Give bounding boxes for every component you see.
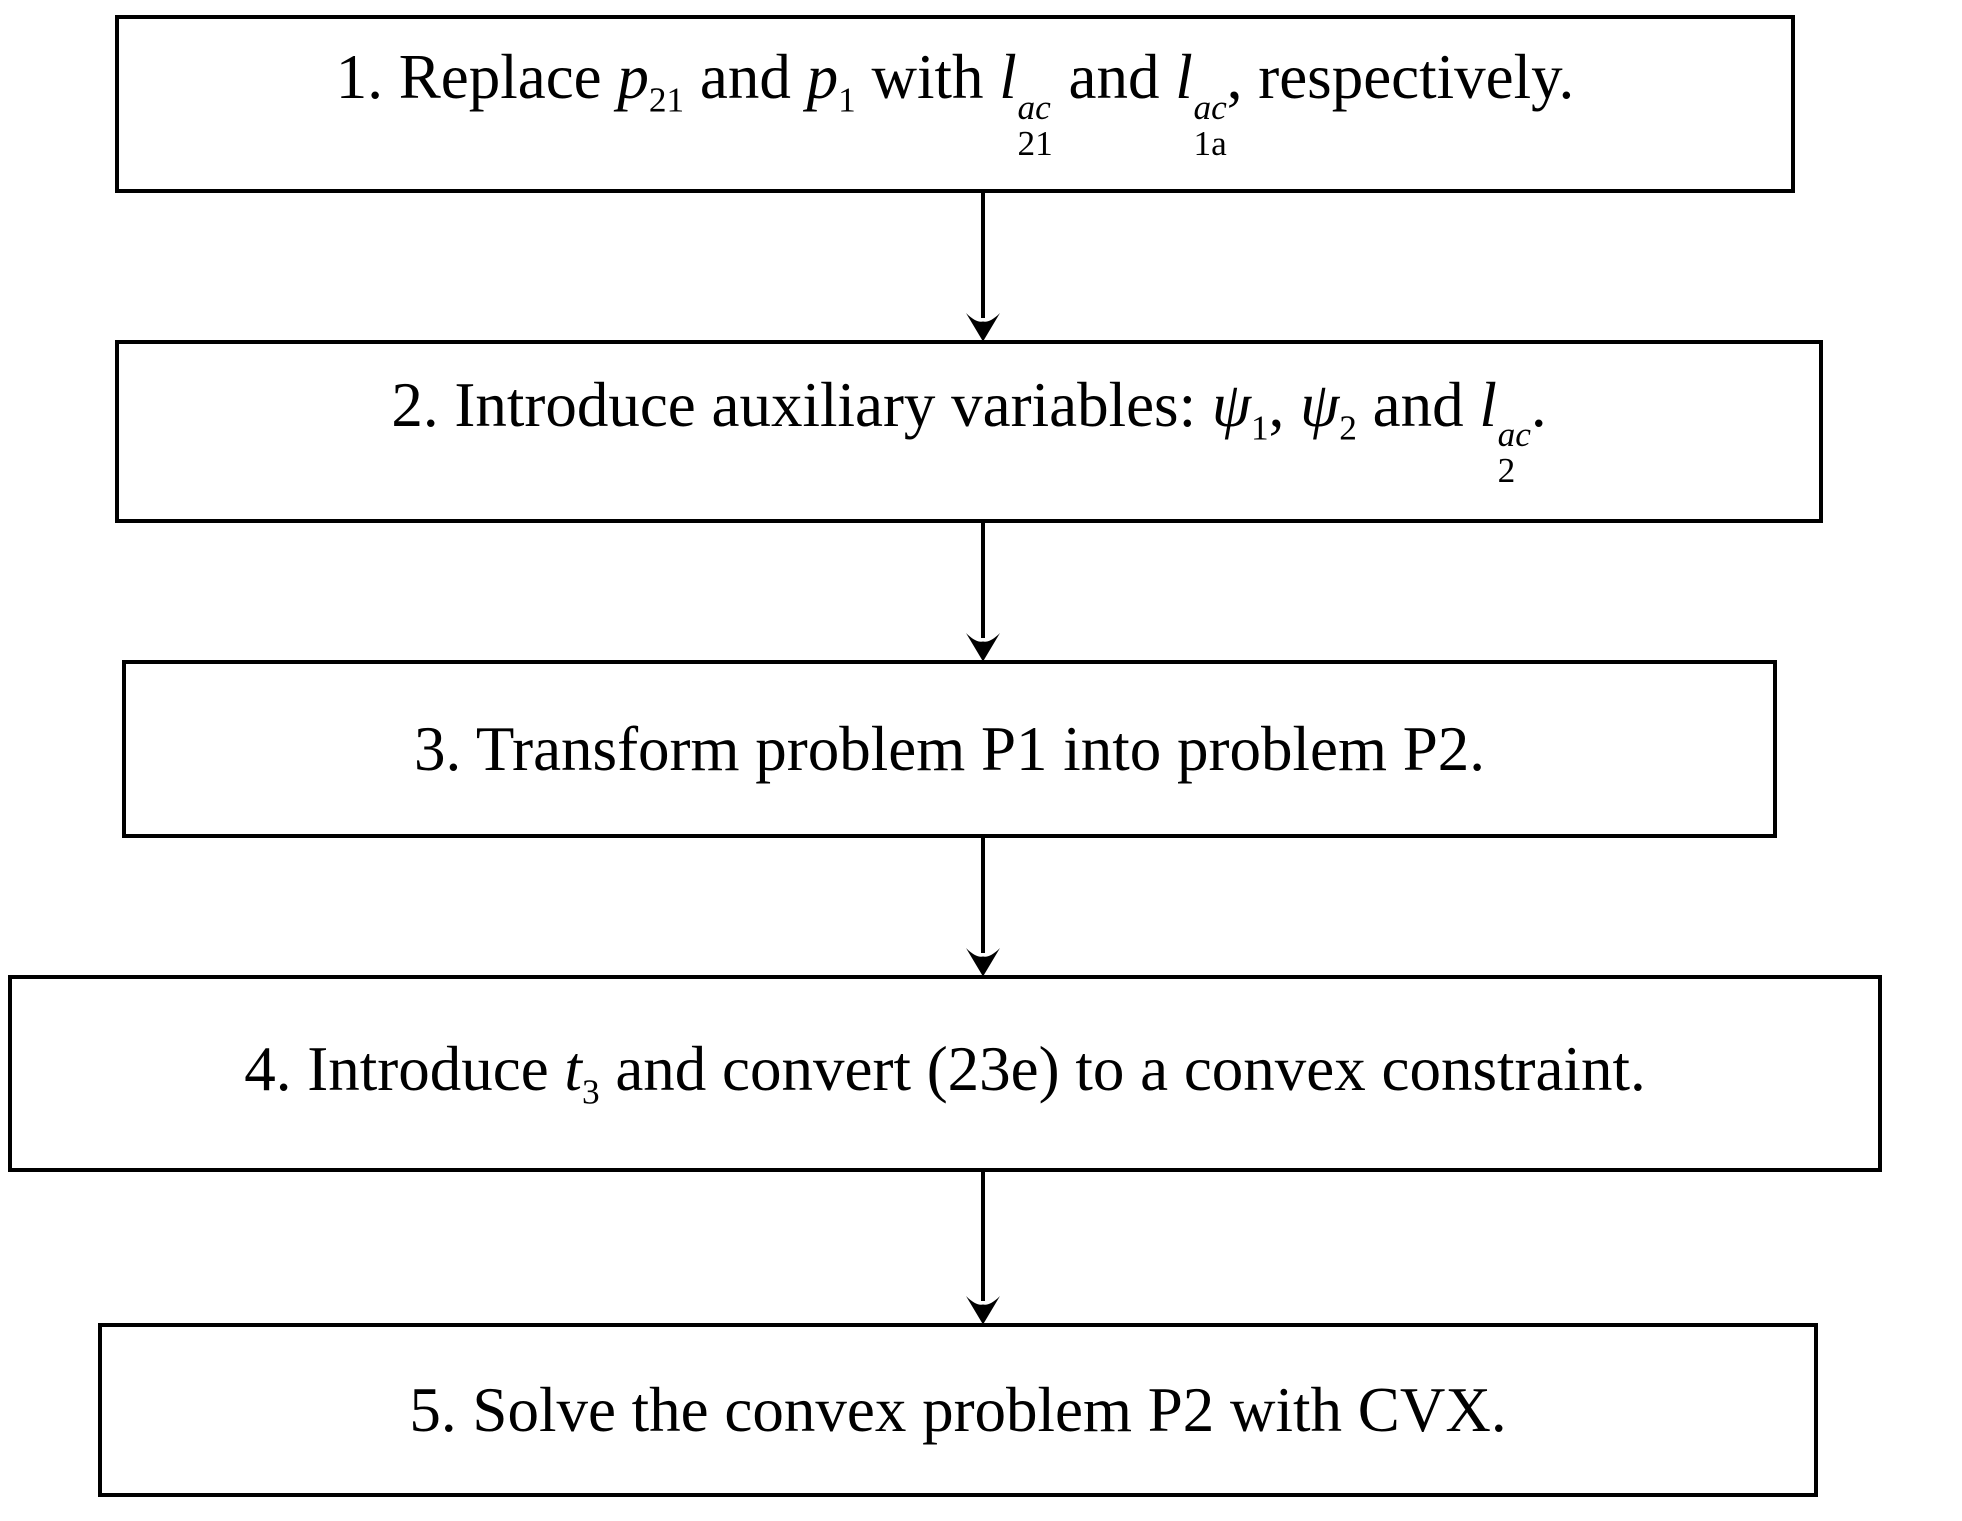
step-5-box: 5. Solve the convex problem P2 with CVX. bbox=[98, 1323, 1818, 1497]
connector-arrow-1 bbox=[963, 191, 1003, 342]
arrow-shaft bbox=[981, 191, 985, 318]
down-arrowhead-icon bbox=[966, 313, 1000, 342]
connector-arrow-2 bbox=[963, 521, 1003, 662]
step-5-label: 5. Solve the convex problem P2 with CVX. bbox=[409, 1374, 1507, 1445]
step-2-box: 2. Introduce auxiliary variables: ψ1, ψ2… bbox=[115, 340, 1823, 523]
step-2-label: 2. Introduce auxiliary variables: ψ1, ψ2… bbox=[391, 369, 1547, 491]
step-4-box: 4. Introduce t3 and convert (23e) to a c… bbox=[8, 975, 1882, 1172]
step-3-label: 3. Transform problem P1 into problem P2. bbox=[413, 713, 1486, 784]
step-3-box: 3. Transform problem P1 into problem P2. bbox=[122, 660, 1777, 838]
down-arrowhead-icon bbox=[966, 633, 1000, 662]
arrow-shaft bbox=[981, 521, 985, 638]
arrow-shaft bbox=[981, 837, 985, 953]
down-arrowhead-icon bbox=[966, 948, 1000, 977]
connector-arrow-3 bbox=[963, 837, 1003, 977]
arrow-shaft bbox=[981, 1171, 985, 1301]
down-arrowhead-icon bbox=[966, 1296, 1000, 1325]
connector-arrow-4 bbox=[963, 1171, 1003, 1325]
step-4-label: 4. Introduce t3 and convert (23e) to a c… bbox=[244, 1033, 1646, 1112]
